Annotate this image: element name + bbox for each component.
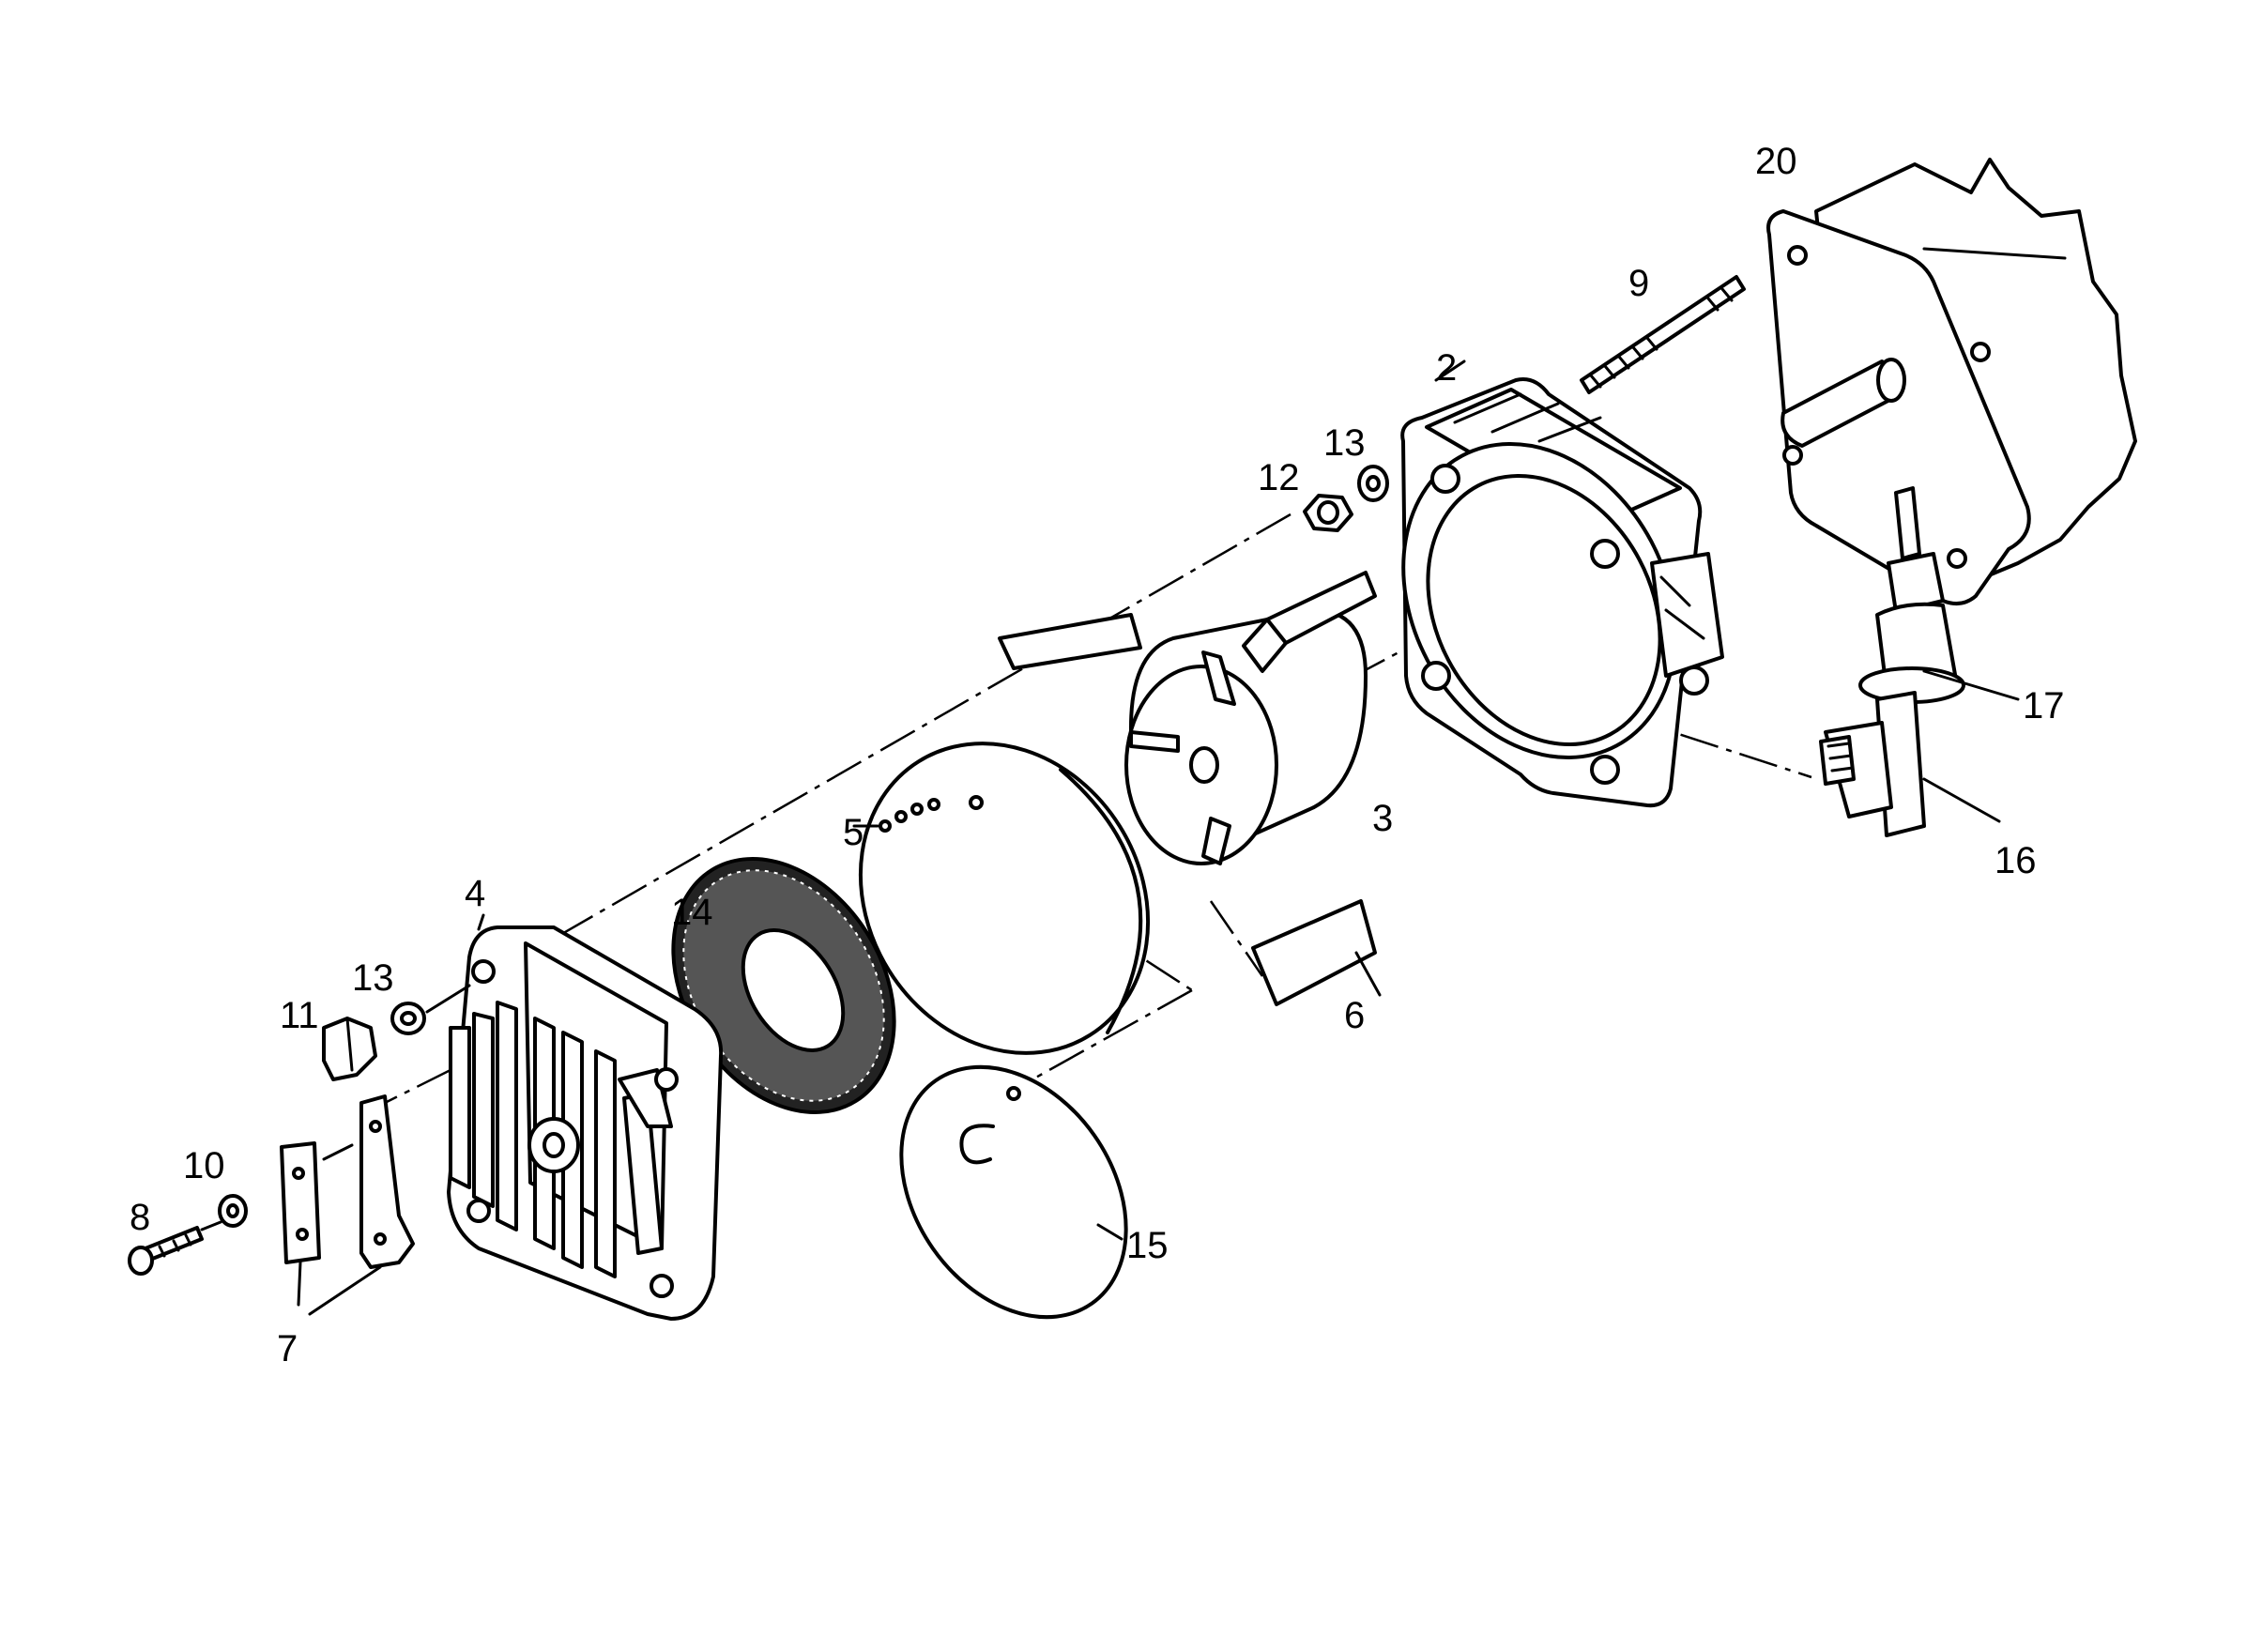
part-16-elbow-connector [1819,691,1926,837]
label-part-15: 15 [1126,1225,1169,1266]
part-11-cap-nut [322,1017,377,1081]
label-part-16: 16 [1995,840,2037,881]
label-part-9: 9 [1628,263,1649,304]
label-part-6: 6 [1344,995,1365,1036]
part-labels: 20 9 2 13 12 17 16 3 5 6 4 14 13 11 15 1… [130,141,2065,1369]
part-14-filter-ring [671,857,896,1114]
label-part-8: 8 [130,1197,150,1238]
part-6-vane-upper [998,613,1142,670]
label-part-13-upper: 13 [1323,422,1366,464]
part-9-stud-bolt [1580,275,1746,394]
part-5-valve-plate [858,742,1151,1055]
part-10-washer [218,1194,248,1228]
part-13-washer-lower [390,1002,426,1035]
label-part-4: 4 [465,873,485,914]
label-part-10: 10 [183,1145,225,1186]
part-20-motor-housing [1766,158,2137,606]
part-7-plate-left [280,1141,321,1264]
part-8-screw [128,1226,204,1276]
label-part-3: 3 [1372,798,1393,839]
label-part-12: 12 [1258,457,1300,498]
label-part-20: 20 [1755,141,1797,182]
label-part-11: 11 [280,995,319,1036]
part-4-cooling-cover [447,925,724,1321]
part-2-pump-housing [1400,377,1724,808]
label-part-14: 14 [671,892,713,933]
label-part-17: 17 [2023,685,2065,727]
part-6-vane-lower [1251,899,1377,1006]
label-part-7: 7 [277,1328,298,1369]
part-12-nut-upper [1303,494,1353,532]
label-part-2: 2 [1436,347,1457,389]
part-7-plate-right [359,1094,415,1269]
part-15-diaphragm-disc [899,1064,1128,1320]
part-3-rotor [1124,571,1377,865]
label-part-13-lower: 13 [352,957,394,999]
label-part-5: 5 [843,812,864,853]
part-13-washer-upper [1357,465,1389,502]
